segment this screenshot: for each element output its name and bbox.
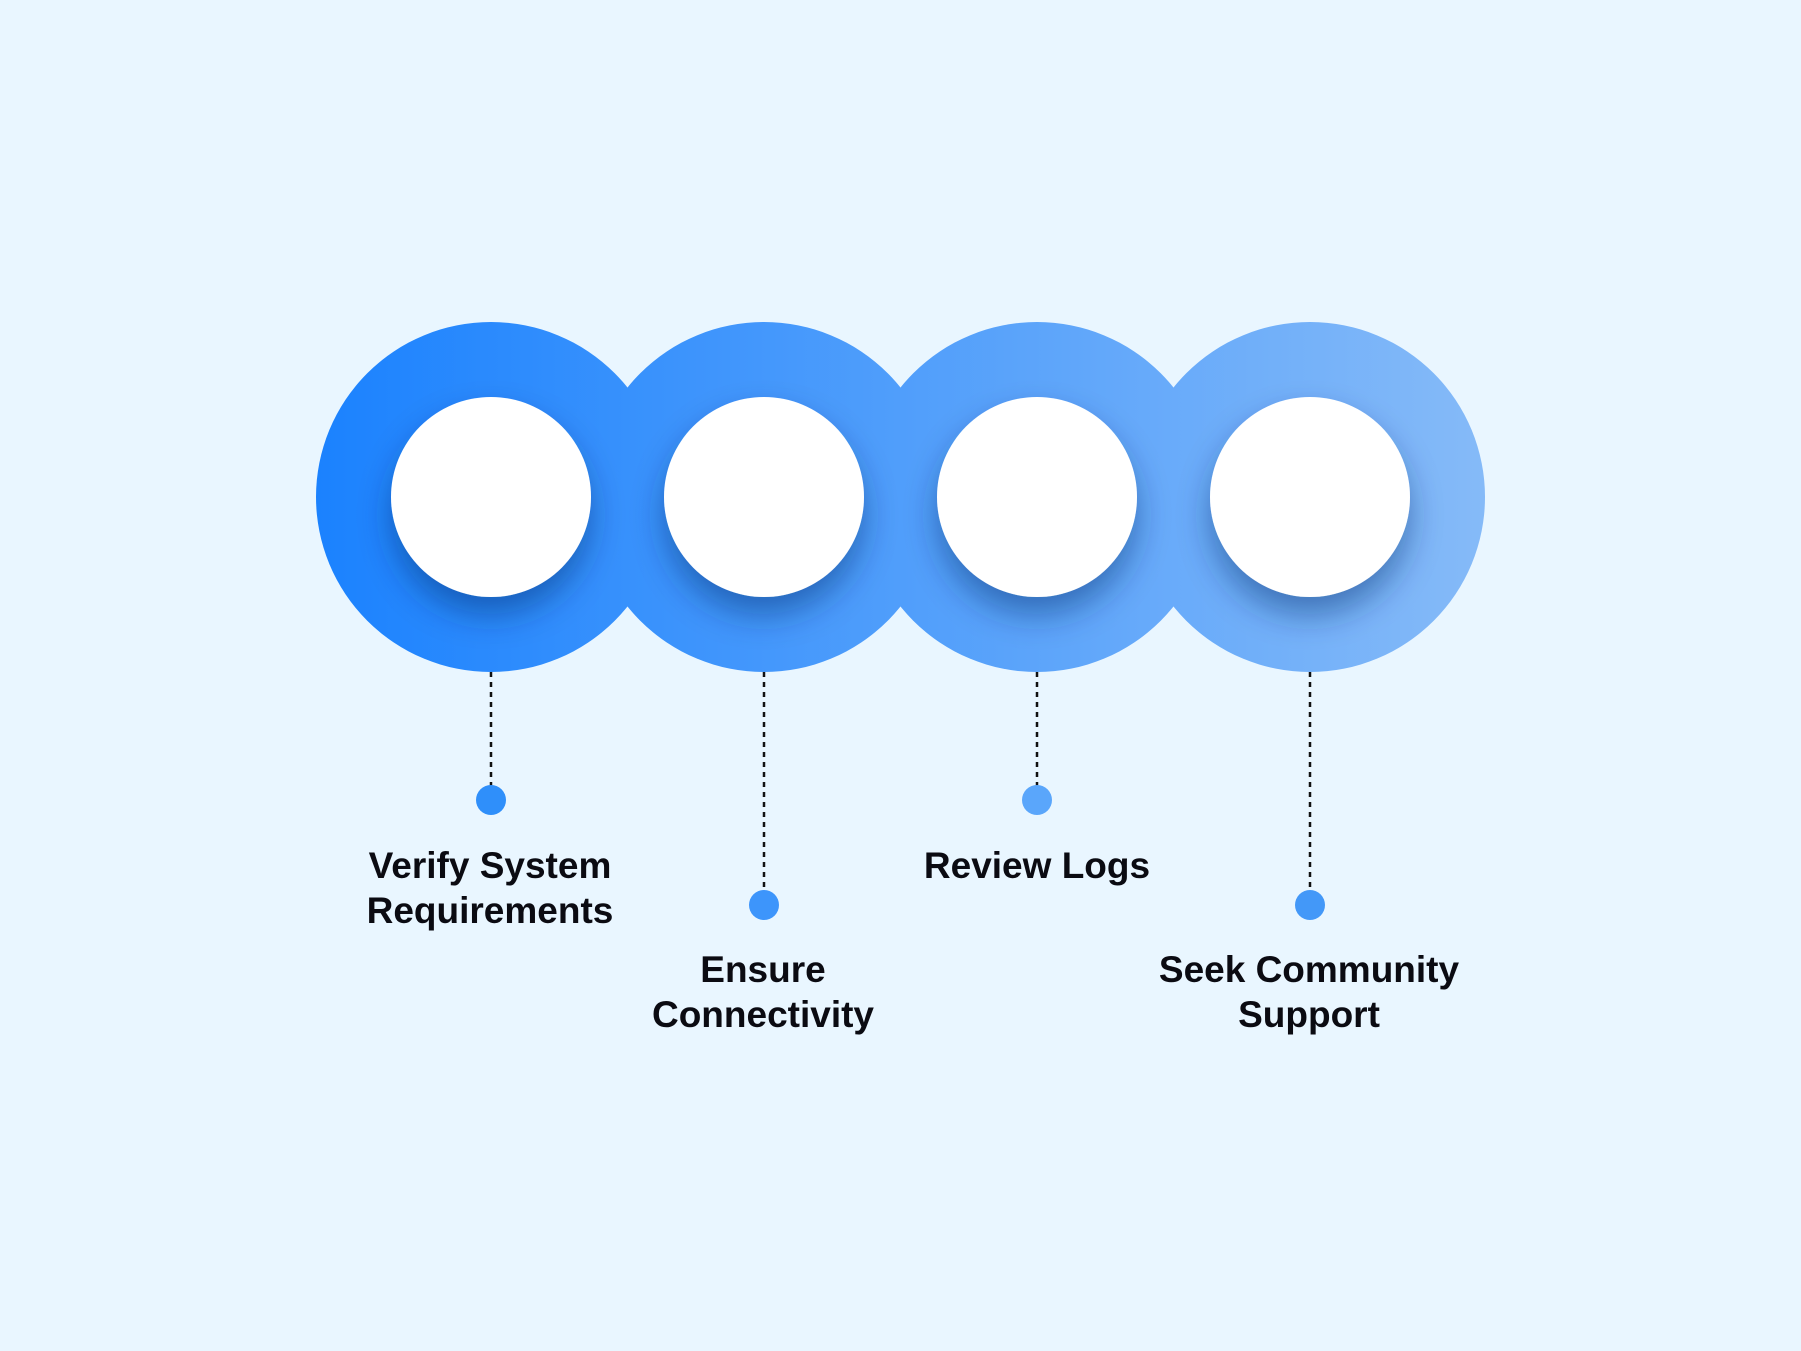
step-label-seek-community-support: Seek Community Support xyxy=(1158,949,1460,1035)
step-center-circle-2 xyxy=(664,397,864,597)
step-center-circle-1 xyxy=(391,397,591,597)
step-dot-4 xyxy=(1295,890,1325,920)
step-connectors xyxy=(476,672,1325,920)
step-center-circle-4 xyxy=(1210,397,1410,597)
step-centers xyxy=(391,397,1410,597)
step-label-review-logs: Review Logs xyxy=(923,845,1151,886)
step-dot-1 xyxy=(476,785,506,815)
step-label-ensure-connectivity: Ensure Connectivity xyxy=(651,949,875,1035)
step-dot-3 xyxy=(1022,785,1052,815)
step-dot-2 xyxy=(749,890,779,920)
step-center-circle-3 xyxy=(937,397,1137,597)
step-label-verify-system-requirements: Verify System Requirements xyxy=(366,845,614,931)
